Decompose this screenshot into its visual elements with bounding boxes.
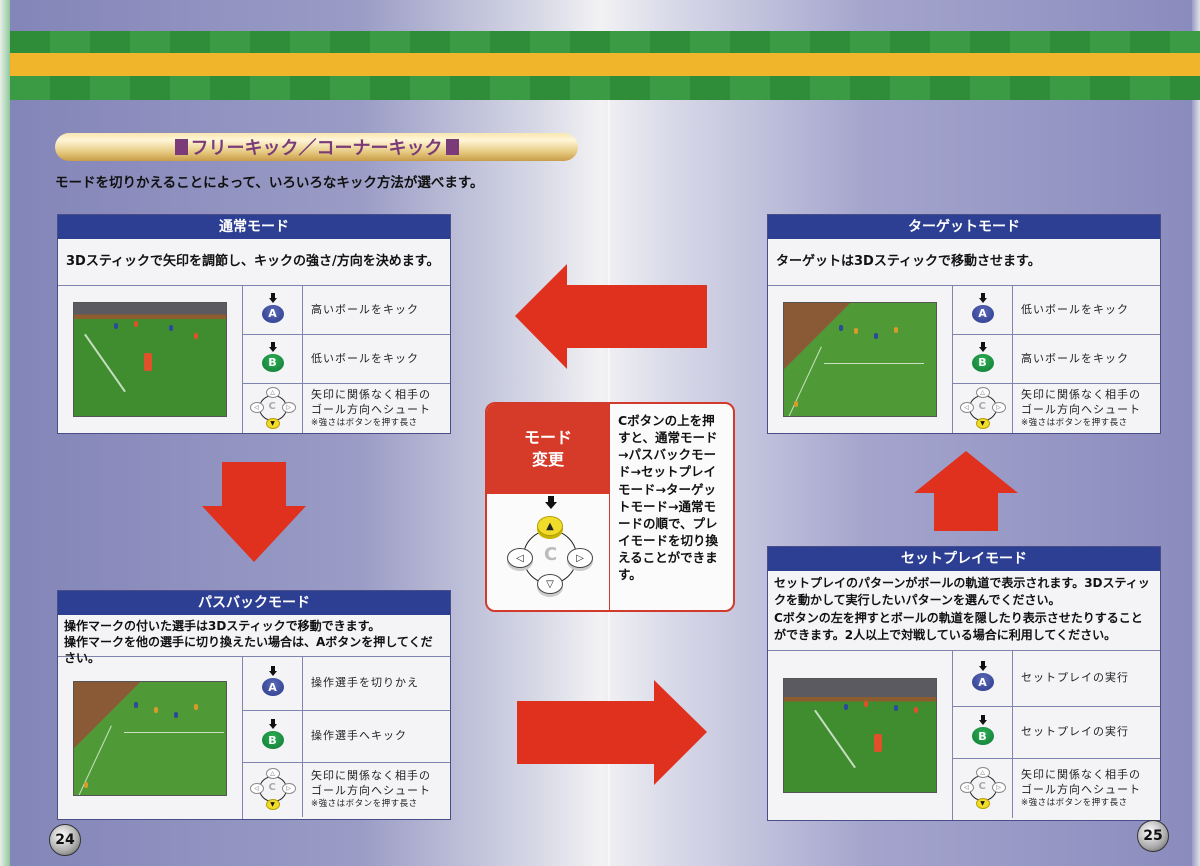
header-stripe-yellow [10, 53, 1200, 76]
game-screenshot [73, 302, 227, 417]
control-label: 矢印に関係なく相手のゴール方向へシュート [311, 769, 431, 798]
panel-target-mode: ターゲットモード ターゲットは3Dスティックで移動させます。 A 低いボールをキ… [767, 214, 1161, 434]
panel-title: 通常モード [58, 215, 450, 239]
panel-title: パスバックモード [58, 591, 450, 615]
section-intro: モードを切りかえることによって、いろいろなキック方法が選べます。 [55, 175, 484, 191]
panel-title: ターゲットモード [768, 215, 1160, 239]
game-screenshot [73, 680, 227, 796]
control-label: セットプレイの実行 [1021, 725, 1129, 739]
control-note: ※強さはボタンを押す長さ [1021, 417, 1128, 428]
mode-change-title: モード 変更 [487, 404, 609, 494]
control-label: 低いボールをキック [311, 351, 419, 365]
arrow-left-icon [515, 264, 707, 369]
c-down-button-icon: △◁▷▼C [243, 384, 303, 433]
panel-normal-mode: 通常モード 3Dスティックで矢印を調節し、キックの強さ/方向を決めます。 A 高… [57, 214, 451, 434]
header-stripe-green-top [10, 31, 1200, 53]
a-button-icon: A [243, 286, 303, 335]
control-label: 矢印に関係なく相手のゴール方向へシュート [311, 387, 431, 416]
panel-title: セットプレイモード [768, 547, 1160, 571]
c-up-button-icon: ▲ ◁ ▷ ▽ C [505, 496, 595, 596]
page-number-left: 24 [49, 824, 81, 856]
control-note: ※強さはボタンを押す長さ [1021, 797, 1128, 808]
arrow-down-icon [202, 462, 306, 562]
panel-description-line: 操作マークを他の選手に切り換えたい場合は、Aボタンを押してください。 [64, 635, 433, 666]
b-button-icon: B [243, 335, 303, 384]
square-bullet-icon [174, 139, 188, 155]
arrow-up-icon [914, 451, 1018, 531]
page-number-right: 25 [1137, 820, 1169, 852]
control-label: 操作選手を切りかえ [311, 676, 419, 690]
mode-change-box: モード 変更 ▲ ◁ ▷ ▽ C Cボタンの上を押すと、通常モード→パスバックモ… [485, 402, 735, 612]
arrow-right-icon [517, 680, 707, 785]
mode-change-text: Cボタンの上を押すと、通常モード→パスバックモード→セットプレイモード→ターゲッ… [618, 413, 719, 583]
b-button-icon: B [953, 335, 1013, 384]
square-bullet-icon [445, 139, 459, 155]
section-title: フリーキック／コーナーキック [190, 138, 443, 159]
control-note: ※強さはボタンを押す長さ [311, 799, 418, 810]
b-button-icon: B [953, 707, 1013, 758]
a-button-icon: A [243, 657, 303, 710]
game-screenshot [783, 678, 937, 793]
panel-description-line: 操作マークの付いた選手は3Dスティックで移動できます。 [64, 619, 381, 633]
page-edge-right [1192, 0, 1200, 866]
header-stripe-green-bottom [10, 76, 1200, 100]
panel-description: ターゲットは3Dスティックで移動させます。 [768, 239, 1160, 286]
c-down-button-icon: △◁▷▼C [953, 759, 1013, 818]
game-screenshot [783, 302, 937, 417]
panel-setplay-mode: セットプレイモード セットプレイのパターンがボールの軌道で表示されます。3Dステ… [767, 546, 1161, 821]
control-label: 低いボールをキック [1021, 302, 1129, 316]
a-button-icon: A [953, 286, 1013, 335]
control-label: 操作選手へキック [311, 729, 407, 743]
c-down-button-icon: △◁▷▼C [953, 384, 1013, 433]
control-label: 矢印に関係なく相手のゴール方向へシュート [1021, 767, 1141, 796]
b-button-icon: B [243, 711, 303, 762]
a-button-icon: A [953, 651, 1013, 706]
panel-description-line: セットプレイのパターンがボールの軌道で表示されます。3Dスティックを動かして実行… [774, 576, 1150, 608]
screenshot-normal-mode [58, 286, 243, 433]
panel-description-line: Cボタンの左を押すとボールの軌道を隠したり表示させたりすることができます。2人以… [774, 610, 1143, 643]
control-label: セットプレイの実行 [1021, 671, 1129, 685]
screenshot-target-mode [768, 286, 953, 433]
section-title-banner: フリーキック／コーナーキック [55, 133, 578, 161]
screenshot-passback-mode [58, 657, 243, 819]
c-down-button-icon: △◁▷▼C [243, 763, 303, 817]
screenshot-setplay-mode [768, 651, 953, 820]
panel-description: 3Dスティックで矢印を調節し、キックの強さ/方向を決めます。 [58, 239, 450, 286]
panel-passback-mode: パスバックモード 操作マークの付いた選手は3Dスティックで移動できます。 操作マ… [57, 590, 451, 820]
control-label: 矢印に関係なく相手のゴール方向へシュート [1021, 387, 1141, 416]
control-label: 高いボールをキック [1021, 351, 1129, 365]
control-label: 高いボールをキック [311, 302, 419, 316]
page-edge-left [0, 0, 10, 866]
control-note: ※強さはボタンを押す長さ [311, 417, 418, 428]
